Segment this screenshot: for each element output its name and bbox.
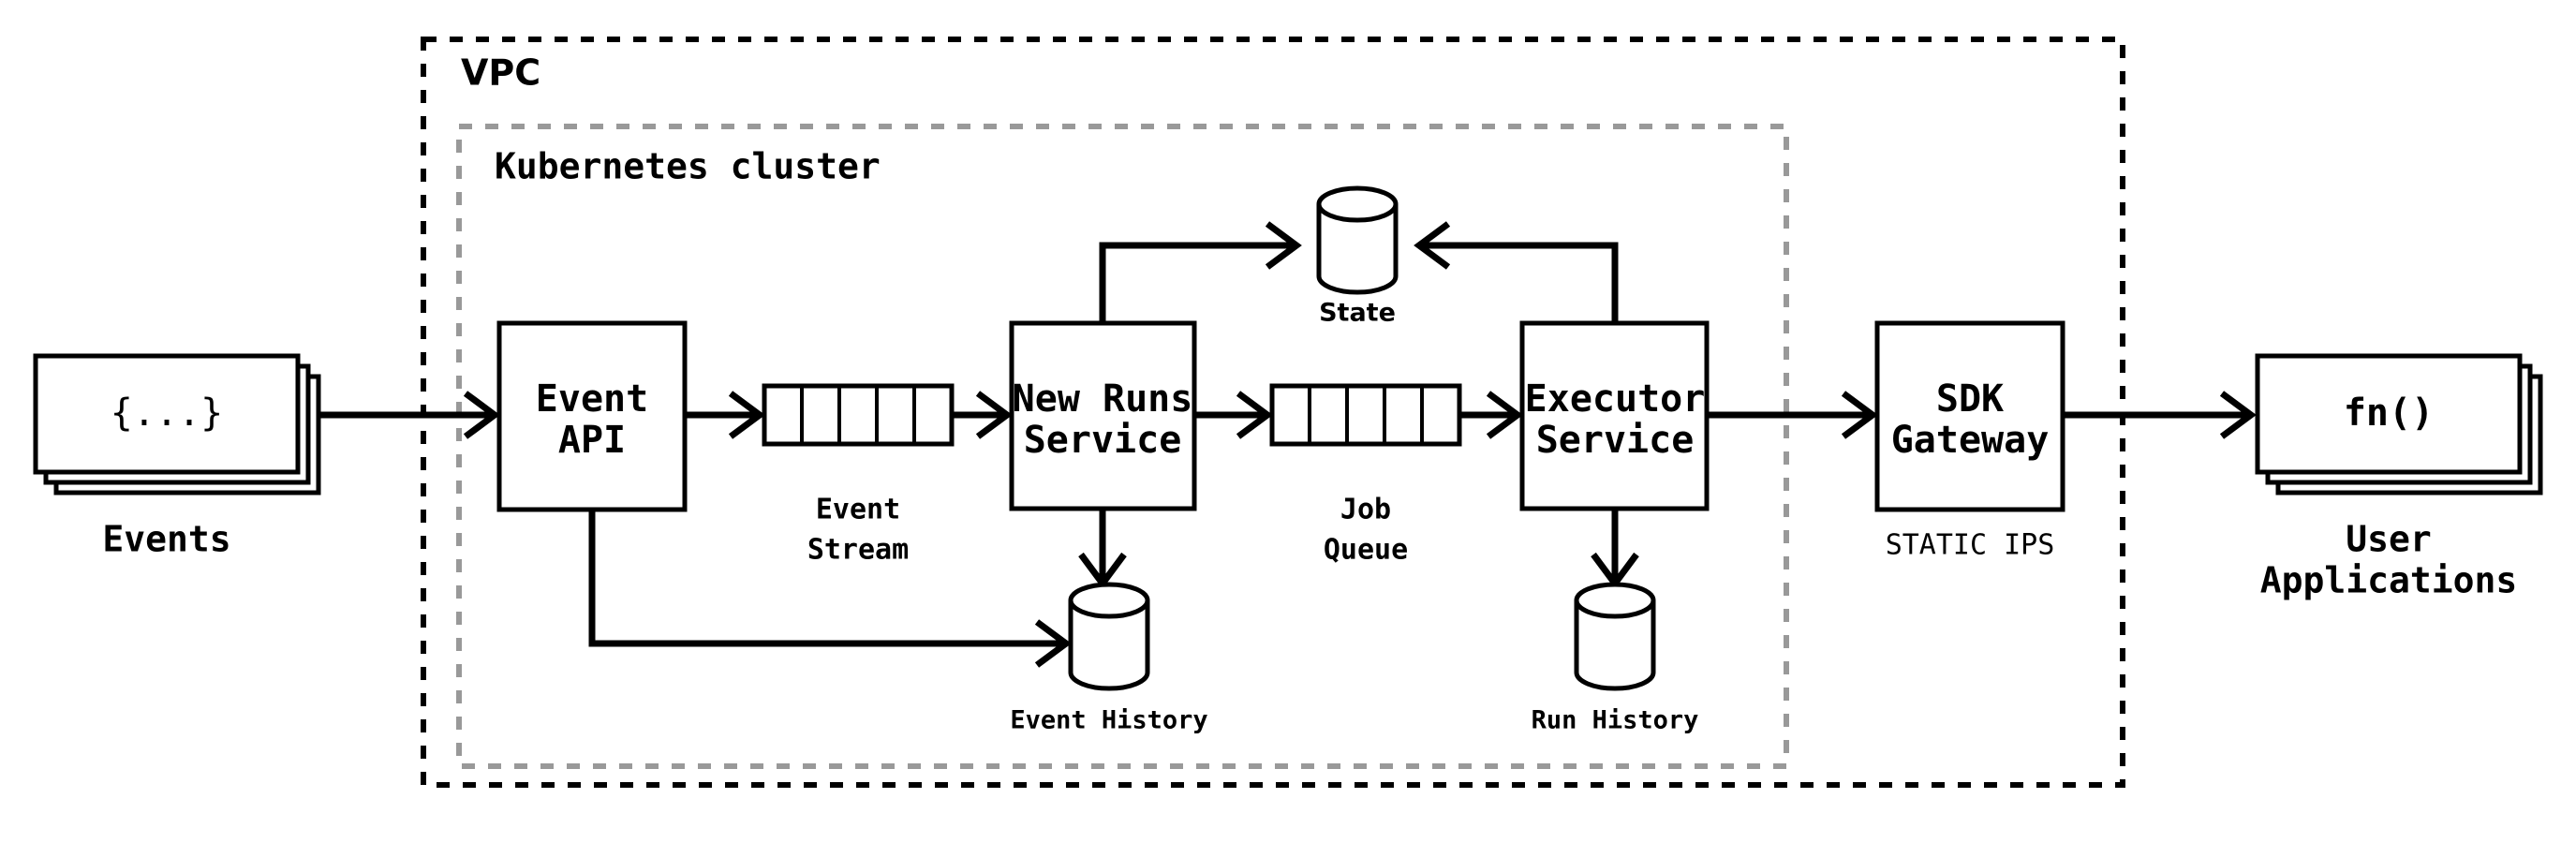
event-api-label-line1: Event (536, 377, 648, 421)
event-stream-queue (762, 383, 955, 447)
event-history-cylinder-top (1068, 582, 1150, 619)
run-history-cylinder-body (1574, 600, 1656, 691)
event-api-label-line2: API (558, 419, 626, 462)
user-applications-label-line1: User (2346, 519, 2432, 560)
job-queue-label-line2: Queue (1324, 534, 1408, 567)
kubernetes-boundary (456, 124, 1789, 769)
events-glyph: {...} (111, 392, 223, 435)
user-apps-glyph: fn() (2344, 392, 2434, 435)
event-history-datastore (1068, 582, 1150, 691)
user-applications-stack: fn() (2255, 353, 2543, 495)
job-queue (1269, 383, 1462, 447)
vpc-label: VPC (461, 52, 540, 94)
events-label: Events (102, 519, 230, 560)
state-cylinder-body (1316, 204, 1399, 295)
run-history-label: Run History (1532, 706, 1699, 735)
flow-events-to-event-api (318, 391, 500, 439)
event-api-node: Event API (496, 320, 688, 512)
events-stack: {...} (33, 353, 321, 495)
flow-executor-to-run-history (1591, 509, 1639, 589)
flow-job-queue-to-executor (1459, 391, 1523, 439)
executor-service-label-line1: Executor (1525, 377, 1706, 421)
executor-service-box (1519, 320, 1710, 511)
event-history-cylinder-body (1068, 600, 1150, 691)
flow-executor-to-state (1414, 221, 1619, 323)
sdk-gateway-sublabel: STATIC IPS (1886, 529, 2055, 562)
sdk-gateway-node: SDK Gateway (1874, 320, 2065, 512)
flow-new-runs-to-job-queue (1194, 391, 1273, 439)
run-history-datastore (1574, 582, 1656, 691)
flow-executor-to-sdk-gateway (1707, 391, 1878, 439)
flow-event-stream-to-new-runs (952, 391, 1013, 439)
event-stream-label-line1: Event (816, 494, 900, 526)
state-label: State (1319, 299, 1396, 328)
job-queue-outer (1269, 383, 1462, 447)
user-apps-card-front (2255, 353, 2523, 475)
new-runs-service-node: New Runs Service (1009, 320, 1197, 511)
new-runs-service-label-line1: New Runs (1013, 377, 1193, 421)
state-cylinder-top (1316, 185, 1399, 223)
run-history-cylinder-top (1574, 582, 1656, 619)
flow-event-api-to-event-history (588, 510, 1072, 668)
flow-new-runs-to-event-history (1078, 509, 1127, 589)
flow-event-api-to-event-stream (685, 391, 765, 439)
job-queue-label-line1: Job (1340, 494, 1391, 526)
flow-new-runs-to-state (1099, 221, 1302, 323)
kubernetes-label: Kubernetes cluster (495, 146, 881, 187)
flow-sdk-gateway-to-user-applications (2063, 391, 2257, 439)
state-datastore (1316, 185, 1399, 295)
user-applications-label-line2: Applications (2260, 560, 2518, 601)
sdk-gateway-label-line2: Gateway (1891, 419, 2050, 462)
sdk-gateway-label-line1: SDK (1936, 377, 2004, 421)
event-stream-outer (762, 383, 955, 447)
event-stream-label-line2: Stream (807, 534, 909, 567)
executor-service-label-line2: Service (1536, 419, 1695, 462)
events-card-front (33, 353, 301, 475)
executor-service-node: Executor Service (1519, 320, 1710, 511)
new-runs-service-label-line2: Service (1024, 419, 1182, 462)
event-history-label: Event History (1010, 706, 1207, 735)
sdk-gateway-box (1874, 320, 2065, 512)
